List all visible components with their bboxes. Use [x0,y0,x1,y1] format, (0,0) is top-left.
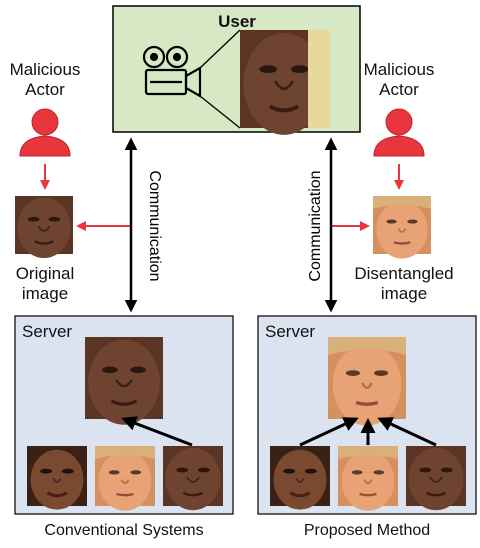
server-title-left: Server [22,322,73,341]
server-face-left-main [83,335,165,427]
leak-label-left: Original image [0,264,90,304]
server-face-right-main [326,335,408,428]
zoom-line-top [199,29,241,69]
actor-label-right-line1: Malicious [363,60,435,79]
leak-label-right: Disentangled image [344,264,464,304]
match-arrow-right-1 [299,417,359,447]
caption-conventional-systems: Conventional Systems [44,522,204,539]
db-face-left-3 [161,444,225,512]
db-face-right-3 [404,444,468,512]
person-icon [19,108,71,157]
leak-label-right-line1: Disentangled [354,264,454,283]
disentangled-image-face [371,194,433,260]
actor-label-left: Malicious Actor [0,60,90,100]
user-box-title: User [218,12,256,31]
original-image-face [13,194,75,260]
video-camera-icon [142,45,202,98]
db-face-left-1 [25,444,89,512]
actor-label-right-line2: Actor [379,80,419,99]
match-arrow-left [121,416,193,447]
actor-label-left-line2: Actor [25,80,65,99]
zoom-line-bottom [199,95,241,129]
actor-label-right: Malicious Actor [354,60,444,100]
leak-label-right-line2: image [380,284,428,303]
db-face-left-2 [93,444,157,512]
leak-label-left-line1: Original [15,264,75,283]
leak-label-left-line2: image [21,284,69,303]
user-face-background [308,30,330,128]
caption-proposed-method: Proposed Method [303,522,431,539]
channel-label-left: Communication [146,170,163,281]
db-face-right-2 [336,444,400,512]
channel-label-right: Communication [307,170,324,281]
person-icon [373,108,425,157]
match-arrow-right-3 [377,417,437,447]
server-title-right: Server [265,322,316,341]
db-face-right-1 [268,444,332,512]
actor-label-left-line1: Malicious [9,60,81,79]
